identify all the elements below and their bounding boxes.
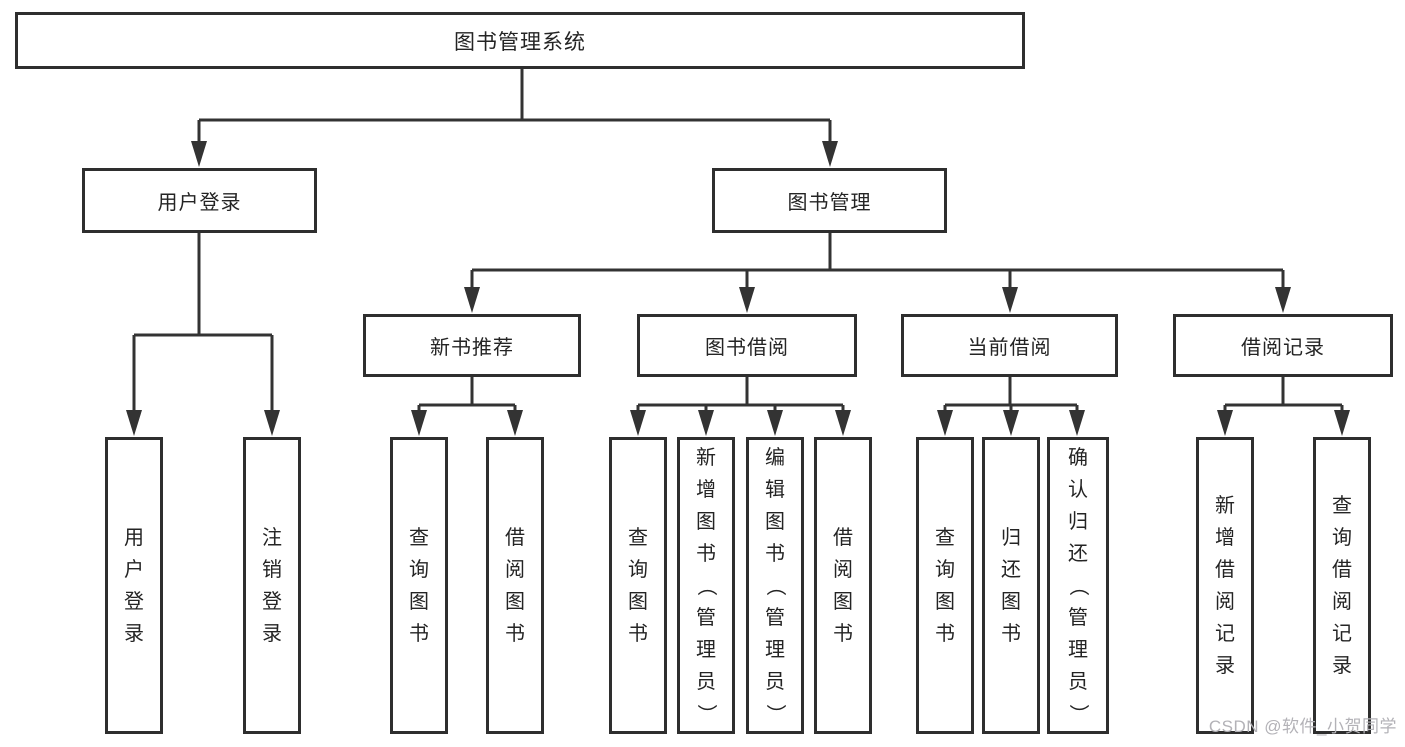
node-current-borrowing: 当前借阅 [901,314,1118,377]
node-book-borrowing: 图书借阅 [637,314,857,377]
leaf-confirm-return-admin: 确认归还（管理员） [1047,437,1109,734]
node-user-login-branch: 用户登录 [82,168,317,233]
node-library-management-system: 图书管理系统 [15,12,1025,69]
leaf-query-books-recommend: 查询图书 [390,437,448,734]
leaf-return-books: 归还图书 [982,437,1040,734]
leaf-logout: 注销登录 [243,437,301,734]
node-new-book-recommendation: 新书推荐 [363,314,581,377]
node-label: 当前借阅 [967,337,1052,359]
leaf-borrow-books-borrowing: 借阅图书 [814,437,872,734]
leaf-add-borrow-record: 新增借阅记录 [1196,437,1254,734]
leaf-query-books-borrowing: 查询图书 [609,437,667,734]
node-label: 借阅记录 [1241,337,1325,359]
leaf-borrow-books-recommend: 借阅图书 [486,437,544,734]
node-label: 新书推荐 [430,337,514,359]
leaf-edit-books-admin: 编辑图书（管理员） [746,437,804,734]
node-book-management-branch: 图书管理 [712,168,947,233]
leaf-add-books-admin: 新增图书（管理员） [677,437,735,734]
node-borrowing-records: 借阅记录 [1173,314,1393,377]
node-label: 图书管理 [787,192,872,214]
leaf-query-books-current: 查询图书 [916,437,974,734]
leaf-query-borrow-record: 查询借阅记录 [1313,437,1371,734]
node-label: 用户登录 [157,192,242,214]
node-label: 图书管理系统 [454,30,586,54]
node-label: 图书借阅 [705,337,789,359]
csdn-watermark: CSDN @软件_小贺同学 [1208,717,1397,736]
leaf-user-login: 用户登录 [105,437,163,734]
